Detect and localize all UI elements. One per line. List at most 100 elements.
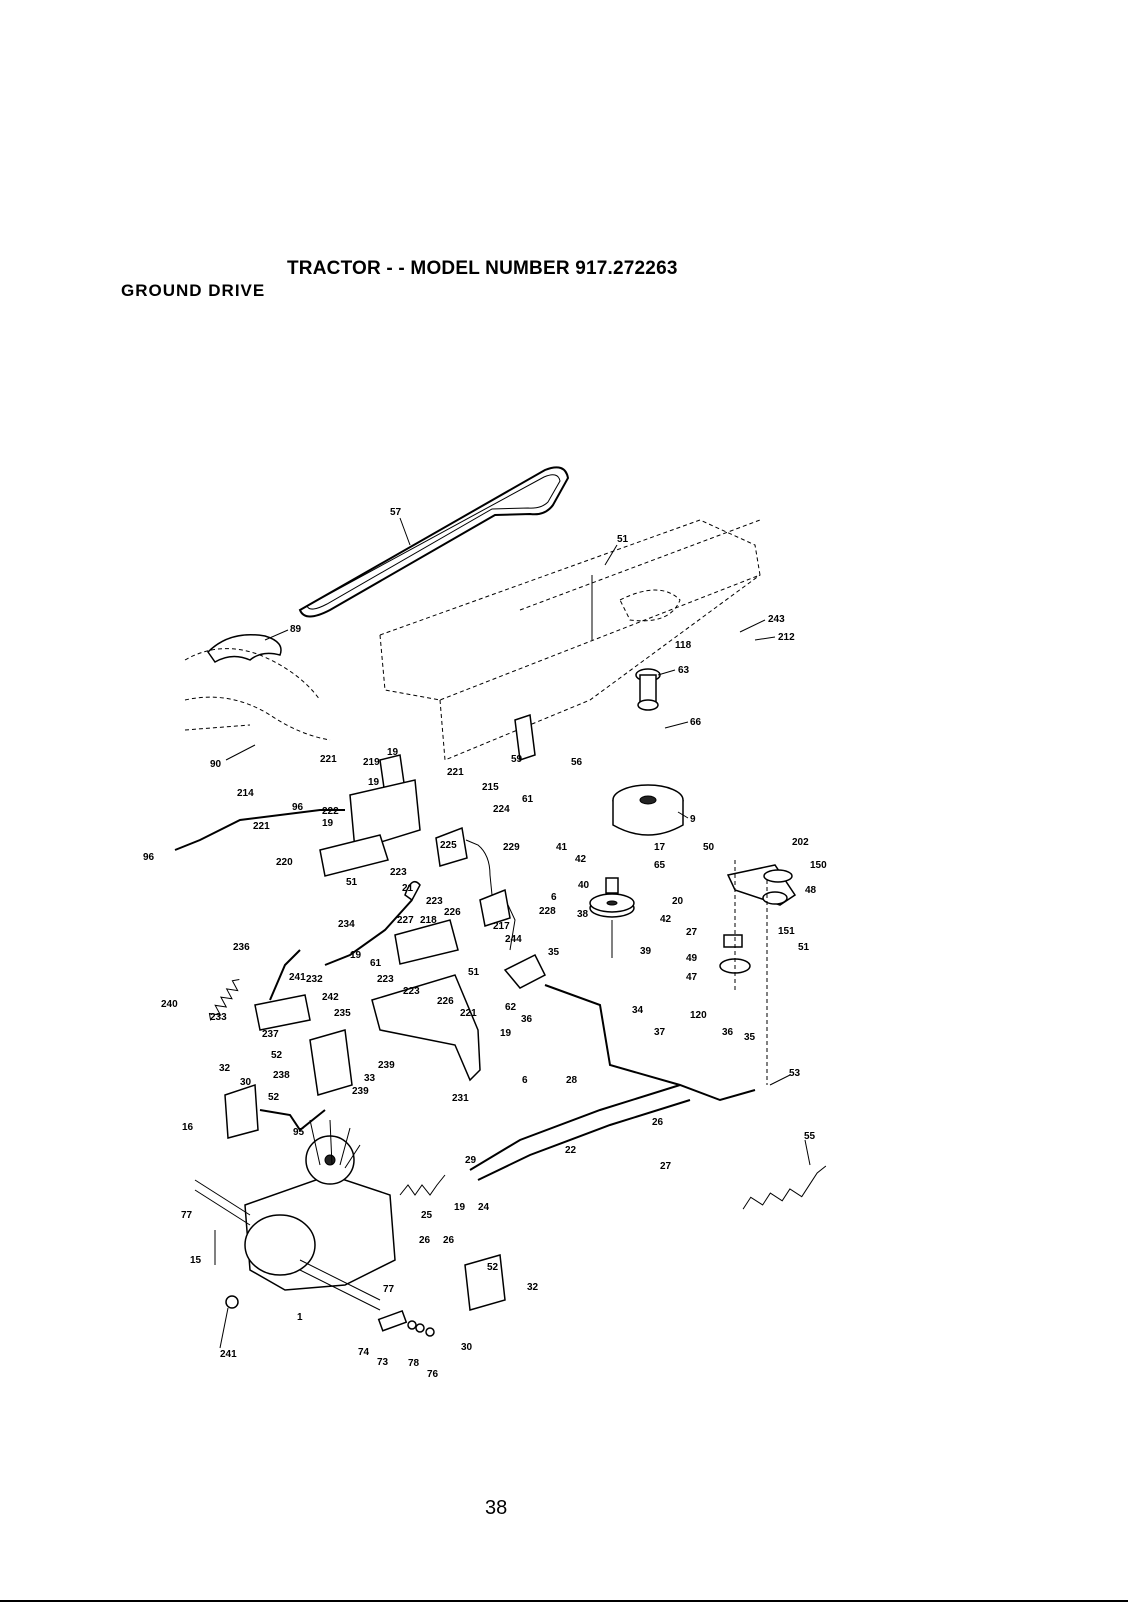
callout: 1 — [297, 1312, 303, 1323]
callout: 51 — [798, 942, 810, 953]
callout: 19 — [500, 1028, 512, 1039]
callout: 19 — [322, 818, 334, 829]
callout: 20 — [672, 896, 684, 907]
idler-pulley-38 — [589, 877, 635, 958]
leader-lines — [219, 517, 811, 1349]
callout: 30 — [461, 1342, 473, 1353]
idler-bracket — [719, 860, 797, 1085]
callout: 41 — [556, 842, 568, 853]
callout: 52 — [487, 1262, 499, 1273]
callout: 65 — [654, 860, 666, 871]
callout: 47 — [686, 972, 698, 983]
callout: 118 — [675, 640, 692, 651]
callout: 215 — [482, 782, 499, 793]
callout: 243 — [768, 614, 785, 625]
callout: 35 — [548, 947, 560, 958]
callout: 235 — [334, 1008, 351, 1019]
callout: 217 — [493, 921, 510, 932]
callout: 223 — [426, 896, 443, 907]
callout: 34 — [632, 1005, 644, 1016]
callout: 218 — [420, 915, 437, 926]
callout: 38 — [577, 909, 589, 920]
callout: 59 — [511, 754, 523, 765]
callout: 19 — [350, 950, 362, 961]
callout: 77 — [383, 1284, 395, 1295]
callout: 17 — [654, 842, 666, 853]
callout: 120 — [690, 1010, 707, 1021]
callout: 74 — [358, 1347, 370, 1358]
callout: 61 — [522, 794, 534, 805]
callout: 53 — [789, 1068, 801, 1079]
callout: 61 — [370, 958, 382, 969]
callout: 96 — [292, 802, 304, 813]
seat-bracket — [207, 633, 282, 663]
callout: 9 — [690, 814, 696, 825]
callout: 15 — [190, 1255, 202, 1266]
callout: 236 — [233, 942, 250, 953]
callout: 26 — [443, 1235, 455, 1246]
callout: 221 — [447, 767, 464, 778]
bell-crank-rods — [469, 953, 756, 1181]
callout: 51 — [617, 534, 629, 545]
callout: 21 — [402, 883, 414, 894]
callout: 240 — [161, 999, 178, 1010]
callout: 27 — [686, 927, 698, 938]
callout: 228 — [539, 906, 556, 917]
callout: 16 — [182, 1122, 194, 1133]
callout: 90 — [210, 759, 222, 770]
callout: 19 — [387, 747, 399, 758]
callout: 232 — [306, 974, 323, 985]
callout: 221 — [320, 754, 337, 765]
callout: 42 — [660, 914, 672, 925]
brake-clutch-pedal — [435, 826, 493, 896]
callout: 226 — [437, 996, 454, 1007]
callout: 212 — [778, 632, 795, 643]
callout: 62 — [505, 1002, 517, 1013]
callout: 32 — [527, 1282, 539, 1293]
bottom-rule — [0, 1600, 1128, 1602]
callout: 242 — [322, 992, 339, 1003]
callout: 30 — [240, 1077, 252, 1088]
callout: 241 — [289, 972, 306, 983]
callout: 63 — [678, 665, 690, 676]
springs — [208, 979, 827, 1210]
tractor-frame — [184, 519, 761, 761]
callout: 223 — [403, 986, 420, 997]
callout: 50 — [703, 842, 715, 853]
page-title: TRACTOR - - MODEL NUMBER 917.272263 — [287, 258, 678, 279]
callout: 238 — [273, 1070, 290, 1081]
callout: 234 — [338, 919, 355, 930]
callout: 40 — [578, 880, 590, 891]
pedal-bracket — [319, 779, 481, 1082]
callout: 29 — [465, 1155, 477, 1166]
callout: 241 — [220, 1349, 237, 1360]
speed-control-rod — [174, 809, 345, 1001]
callout: 36 — [521, 1014, 533, 1025]
engine-pulley — [635, 668, 661, 711]
callout: 244 — [505, 934, 522, 945]
control-bracket — [254, 994, 353, 1096]
callout: 233 — [210, 1012, 227, 1023]
callout: 25 — [421, 1210, 433, 1221]
callout: 6 — [522, 1075, 528, 1086]
callout: 229 — [503, 842, 520, 853]
callout: 57 — [390, 507, 402, 518]
callout: 28 — [566, 1075, 578, 1086]
drive-belt — [298, 466, 570, 618]
linkage-rod-95 — [259, 1109, 326, 1132]
callout: 151 — [778, 926, 795, 937]
brackets-30 — [224, 1083, 506, 1311]
callout: 26 — [419, 1235, 431, 1246]
callout: 78 — [408, 1358, 420, 1369]
callout: 24 — [478, 1202, 490, 1213]
callout: 35 — [744, 1032, 756, 1043]
transaxle-assembly — [194, 1119, 396, 1311]
callout: 55 — [804, 1131, 816, 1142]
callout: 73 — [377, 1357, 389, 1368]
part-callouts: 57 51 89 243 212 118 63 66 90 221 219 19… — [143, 507, 827, 1380]
callout: 95 — [293, 1127, 305, 1138]
callout: 76 — [427, 1369, 439, 1380]
callout: 52 — [271, 1050, 283, 1061]
callout: 221 — [460, 1008, 477, 1019]
